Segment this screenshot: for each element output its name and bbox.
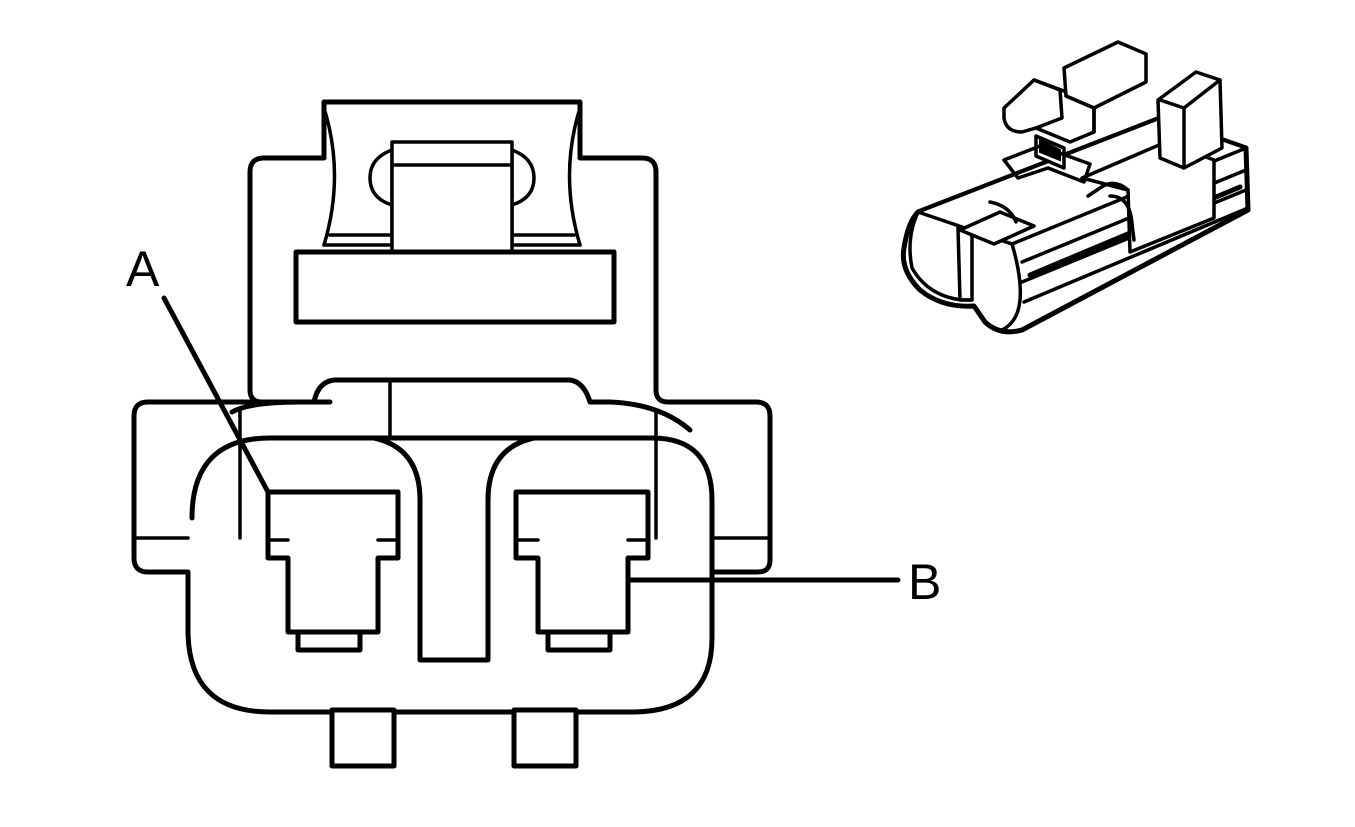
iso-lock-curve	[1108, 194, 1136, 242]
terminal-cavity	[189, 435, 715, 593]
callout-a: A	[126, 241, 271, 495]
cavity-divider	[371, 435, 537, 663]
locking-tab	[293, 106, 617, 325]
iso-rear-tower	[1156, 70, 1224, 170]
iso-front-slot	[956, 226, 974, 302]
iso-latch-tip	[1032, 78, 1064, 130]
terminal-b-base	[545, 629, 613, 653]
connector-face-view	[131, 99, 773, 769]
iso-rear-tower-edge	[1158, 78, 1222, 170]
iso-latch-top-edge	[1064, 94, 1096, 134]
connector-isometric-view	[900, 40, 1251, 335]
iso-front-lobes	[908, 210, 1023, 332]
iso-rib-3	[1022, 206, 1250, 304]
bottom-key-right	[511, 707, 579, 769]
callout-a-label: A	[126, 241, 160, 297]
iso-lock-housing-side	[1086, 181, 1130, 198]
iso-ramp	[1002, 144, 1092, 184]
housing-shoulder	[229, 377, 693, 433]
terminal-a-base	[295, 629, 363, 653]
callout-b: B	[625, 554, 941, 610]
terminal-a	[265, 489, 401, 635]
iso-channel-lip	[988, 200, 1018, 224]
callout-b-label: B	[908, 554, 941, 610]
callout-a-leader	[161, 295, 271, 495]
bottom-key-left	[329, 707, 397, 769]
terminal-b	[513, 489, 651, 635]
iso-latch-top	[1062, 40, 1148, 110]
